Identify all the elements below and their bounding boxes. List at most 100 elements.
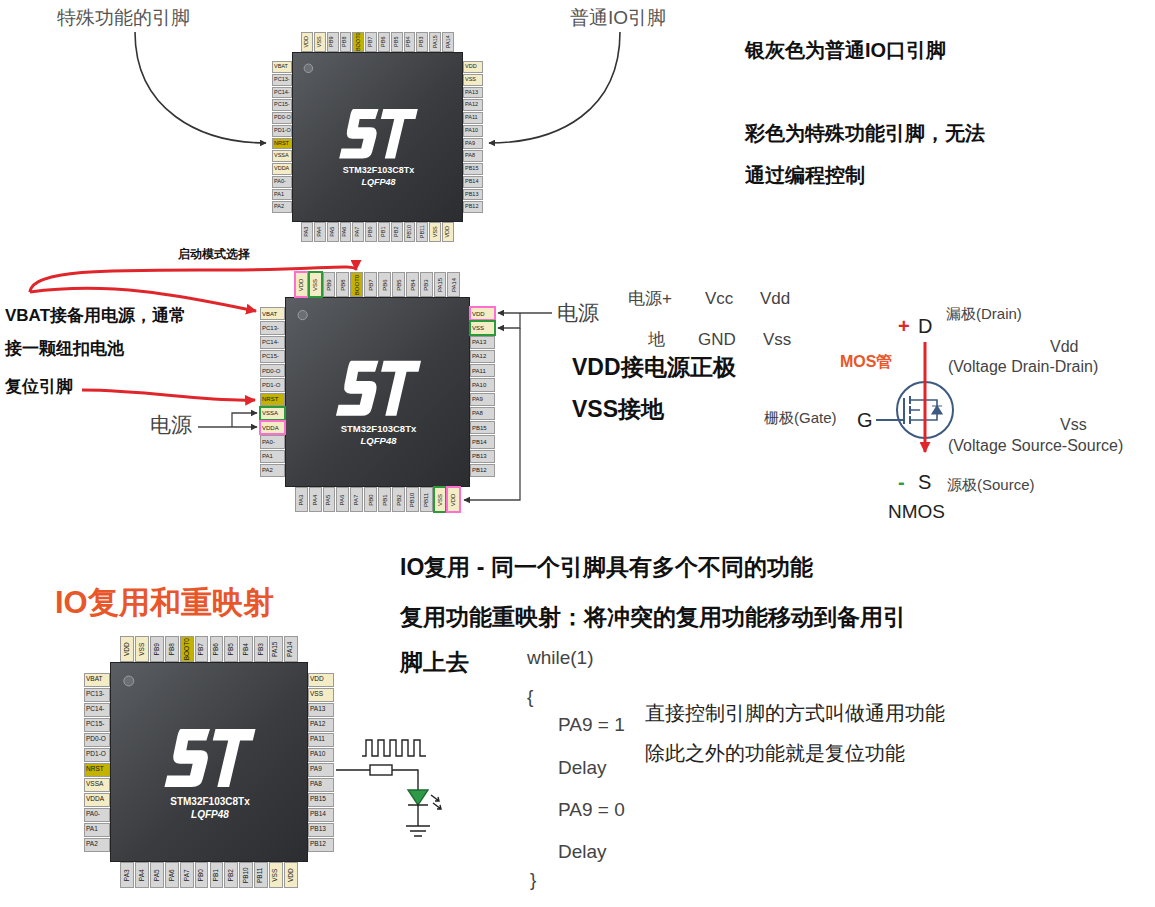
pin-box: NRST [260, 393, 285, 406]
pin-box: PB4 [239, 636, 253, 662]
pin-name: PB12 [465, 204, 478, 210]
pin-box: PB5 [392, 272, 405, 297]
pin-name: PA8 [472, 410, 483, 416]
pin-box: PA12 [463, 99, 483, 111]
pin-box: PB13 [308, 823, 334, 837]
pin-name: PB7 [368, 37, 374, 47]
pin-box: VDDA [260, 421, 285, 434]
pin-name: PA6 [343, 227, 349, 237]
power-line [498, 312, 552, 313]
pin-box: PC15- [84, 718, 110, 732]
pin-name: PA1 [274, 192, 284, 198]
power-line [464, 328, 520, 500]
pin-box: VDD [295, 272, 308, 297]
pin-box: VSSA [260, 407, 285, 420]
pin-box: PA7 [350, 487, 363, 512]
pin-box: PD0-O [84, 733, 110, 747]
pin-box: PA13 [308, 703, 334, 717]
annotation-text: PA9 = 0 [558, 799, 625, 822]
pin-name: PC13- [274, 77, 290, 83]
pin-name: VSSA [262, 410, 278, 416]
pin-name: PA8 [310, 781, 322, 788]
pin-box: PB8 [340, 32, 352, 52]
leader-arrow [135, 32, 266, 143]
pin-box: PC13- [84, 688, 110, 702]
st-logo [164, 729, 255, 787]
pin-name: PA3 [298, 494, 304, 505]
pin-name: VSSA [274, 153, 289, 159]
annotation-text: 电源 [150, 412, 192, 437]
pin-name: PA10 [472, 382, 486, 388]
pin-name: PC14- [274, 90, 290, 96]
pin-name: PB15 [465, 166, 478, 172]
annotation-text: S [918, 470, 931, 494]
pin-name: PA7 [183, 869, 190, 881]
pin-box: VDD [308, 673, 334, 687]
pin-name: PA0- [86, 811, 100, 818]
pin-box: PB2 [224, 862, 238, 888]
pin-box: PB1 [210, 862, 224, 888]
pin-box: PA5 [150, 862, 164, 888]
pin-box: VDD [301, 32, 313, 52]
pin-box: PA8 [308, 778, 334, 792]
pin-name: VSS [310, 691, 323, 698]
pin-box: PA0- [84, 808, 110, 822]
annotation-text: IO复用 - 同一个引脚具有多个不同的功能 [400, 554, 813, 582]
pin-name: VSS [465, 77, 476, 83]
pin-name: PB3 [423, 279, 429, 290]
pin-box: BOOT0 [180, 636, 194, 662]
pin-box: PA15 [429, 32, 441, 52]
pin-name: BOOT0 [354, 274, 360, 294]
pin-box: PA1 [272, 189, 292, 201]
pin-name: PD0-O [86, 736, 106, 743]
pin-box: PD0-O [260, 364, 285, 377]
annotation-text: PA9 = 1 [558, 714, 625, 737]
pin-box: PA0- [260, 435, 285, 448]
pin-name: PA11 [472, 368, 486, 374]
pin-name: PA4 [139, 869, 146, 881]
st-logo [164, 729, 210, 787]
annotation-text: GND [698, 330, 736, 350]
annotation-text: G [857, 408, 873, 432]
pin-box: PA4 [135, 862, 149, 888]
pin-box: PA9 [463, 138, 483, 150]
pin-name: PB14 [465, 179, 478, 185]
annotation-text: Vdd [1050, 337, 1078, 356]
pin-box: VDD [447, 487, 460, 512]
pin-name: VDD [465, 64, 477, 70]
pin-box: PB6 [210, 636, 224, 662]
pin-name: PB8 [343, 37, 349, 47]
pin-name: PB11 [420, 225, 426, 238]
pin-box: VSS [309, 272, 322, 297]
annotation-text: NMOS [888, 501, 945, 524]
pin-name: PA9 [465, 141, 475, 147]
pin-box: PB6 [378, 32, 390, 52]
pin-name: PC14- [262, 339, 279, 345]
pin-box: PA4 [309, 487, 322, 512]
pin-name: PA5 [154, 869, 161, 881]
pin-box: PA6 [165, 862, 179, 888]
st-logo [381, 361, 421, 416]
pin-box: PB9 [150, 636, 164, 662]
pin-box: PA5 [327, 222, 339, 242]
pin-name: PA2 [274, 204, 284, 210]
pin-box: NRST [272, 138, 292, 150]
pin-name: PB12 [472, 467, 487, 473]
annotation-text: 除此之外的功能就是复位功能 [645, 741, 905, 765]
pin-name: PB9 [326, 279, 332, 290]
pin-name: PA14 [287, 641, 294, 656]
pin-name: PB13 [310, 826, 326, 833]
annotation-text: 电源 [557, 300, 599, 325]
pin-box: PA10 [470, 378, 495, 391]
pin-box: PA2 [260, 464, 285, 477]
annotation-text: VSS接地 [572, 396, 664, 424]
pin-name: PA13 [465, 90, 478, 96]
annotation-text: 启动模式选择 [178, 247, 250, 261]
pin-box: PA3 [120, 862, 134, 888]
pin-name: PB10 [407, 225, 413, 238]
pin-box: PB14 [470, 435, 495, 448]
pin-name: PB14 [472, 439, 487, 445]
pin-box: VSSA [272, 150, 292, 162]
pin-box: VBAT [84, 673, 110, 687]
